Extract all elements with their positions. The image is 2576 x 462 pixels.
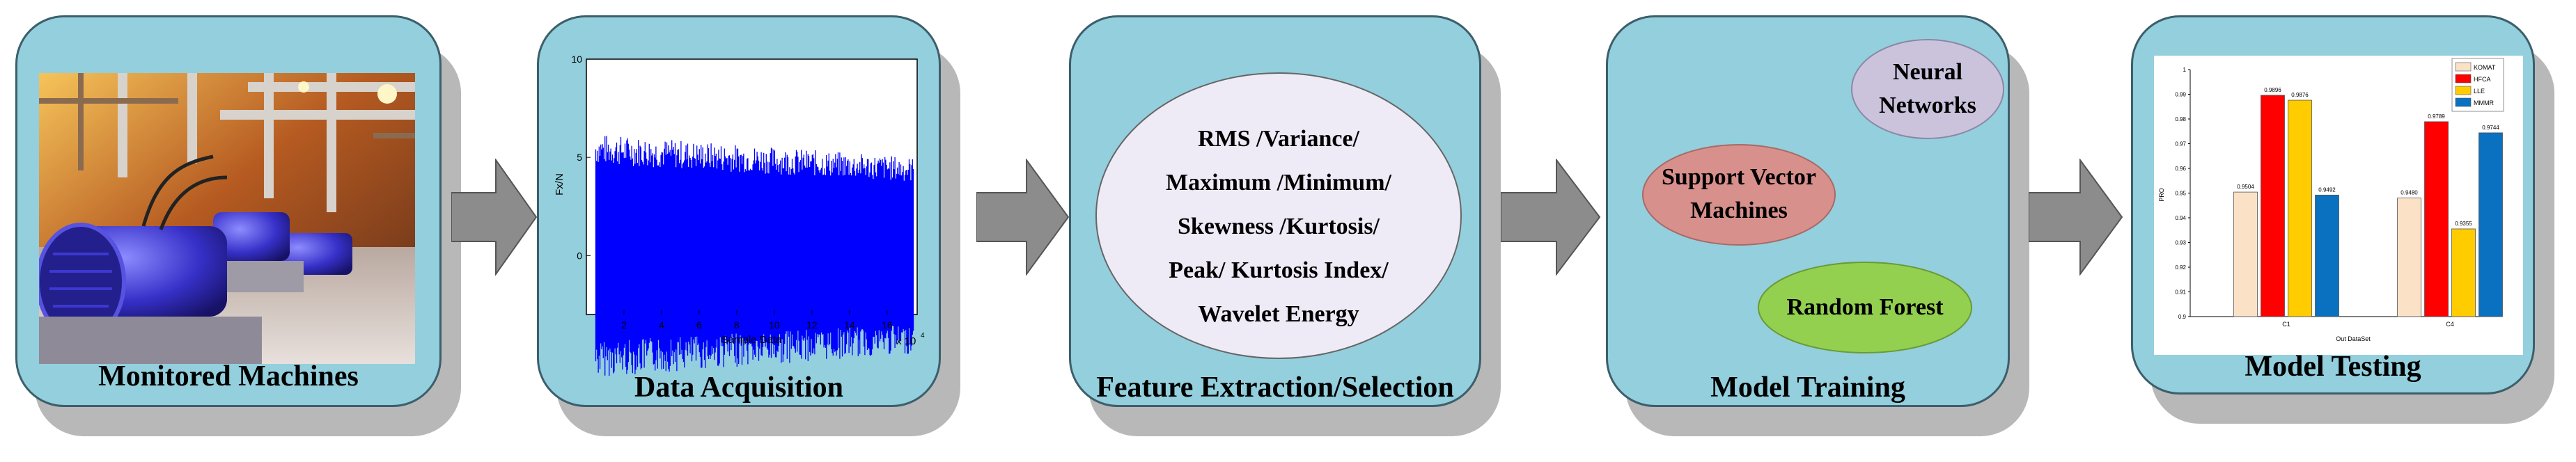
random-forest-oval xyxy=(1758,262,1972,353)
results-bar-chart: 0.9504 0.9896 0.9876 0.9492 0.9480 0.9789 0.93… xyxy=(2154,56,2523,355)
x-tick-label: C1 xyxy=(2282,321,2290,328)
features-oval: RMS /Variance/ Maximum /Minimum/ Skewnes… xyxy=(1095,72,1462,359)
panel-title: Data Acquisition xyxy=(634,372,843,404)
chart-legend: KOMAT HFCA LLE MMMR xyxy=(2451,58,2504,112)
flow-arrow xyxy=(2029,159,2123,276)
x-tick-label: 4 xyxy=(659,319,664,330)
signal-trace xyxy=(595,136,914,376)
y-tick-label: 0.99 xyxy=(2175,92,2186,98)
panel-feature-extraction: RMS /Variance/ Maximum /Minimum/ Skewnes… xyxy=(1069,15,1481,407)
feature-item: Peak/ Kurtosis Index/ xyxy=(1169,257,1389,283)
bar-value-label: 0.9896 xyxy=(2264,87,2281,93)
feature-item: Wavelet Energy xyxy=(1198,301,1359,327)
bar-value-label: 0.9504 xyxy=(2237,184,2254,190)
x-tick-label: 12 xyxy=(806,319,818,330)
bar xyxy=(2479,132,2503,317)
y-tick-label: 0.93 xyxy=(2175,240,2186,246)
y-tick-label: 0.97 xyxy=(2175,141,2186,148)
x-axis-ticks: 2 4 6 8 10 12 14 16 xyxy=(621,310,893,330)
legend-label: HFCA xyxy=(2474,76,2491,83)
y-tick-label: 0 xyxy=(577,250,582,261)
x-axis-exponent-power: 4 xyxy=(921,332,925,340)
y-tick-label: 0.96 xyxy=(2175,166,2186,172)
legend-label: LLE xyxy=(2474,88,2485,95)
bar xyxy=(2424,121,2449,317)
legend-label: KOMAT xyxy=(2474,64,2496,71)
bar-value-label: 0.9355 xyxy=(2455,221,2472,227)
x-axis-label: Sample Data xyxy=(721,334,782,346)
panel-monitored-machines: Monitored Machines xyxy=(15,15,442,407)
feature-item: Maximum /Minimum/ xyxy=(1166,170,1391,196)
bar-value-label: 0.9789 xyxy=(2428,113,2445,120)
bar xyxy=(2233,191,2258,317)
chart-y-axis-label: PRO xyxy=(2158,188,2165,202)
flow-arrow xyxy=(976,159,1070,276)
legend-swatch xyxy=(2455,86,2472,95)
legend-swatch xyxy=(2455,74,2472,83)
y-tick-label: 0.91 xyxy=(2175,289,2186,296)
signal-waveform xyxy=(595,136,914,376)
machines-photo xyxy=(39,73,415,364)
panel-title: Model Training xyxy=(1710,372,1905,404)
panel-title: Feature Extraction/Selection xyxy=(1096,372,1454,404)
x-tick-label: 2 xyxy=(621,319,627,330)
chart-x-axis-label: Out DataSet xyxy=(2336,335,2371,342)
bar xyxy=(2451,228,2476,317)
bar xyxy=(2397,198,2421,317)
legend-swatch xyxy=(2455,97,2472,107)
x-tick-label: 8 xyxy=(734,319,740,330)
panel-title: Monitored Machines xyxy=(98,360,359,392)
y-tick-label: 5 xyxy=(577,152,582,163)
y-tick-label: 0.94 xyxy=(2175,215,2186,221)
y-tick-label: 0.98 xyxy=(2175,116,2186,122)
x-tick-label: 16 xyxy=(882,319,893,330)
svm-label: Support Vector Machines xyxy=(1662,164,1816,223)
neural-networks-label: Neural Networks xyxy=(1879,59,1976,118)
random-forest-label: Random Forest xyxy=(1786,294,1944,320)
bar-value-label: 0.9876 xyxy=(2291,92,2309,98)
bar xyxy=(2288,99,2312,317)
x-tick-label: C4 xyxy=(2446,321,2454,328)
bar-value-label: 0.9480 xyxy=(2401,190,2418,196)
feature-item: RMS /Variance/ xyxy=(1198,126,1360,152)
bar-value-label: 0.9744 xyxy=(2482,125,2499,131)
svm-oval xyxy=(1642,144,1836,246)
feature-item: Skewness /Kurtosis/ xyxy=(1178,214,1380,239)
y-tick-label: 0.95 xyxy=(2175,191,2186,197)
panel-model-testing: 0.9504 0.9896 0.9876 0.9492 0.9480 0.9789 0.93… xyxy=(2131,15,2535,395)
y-tick-label: 0.9 xyxy=(2178,314,2187,320)
y-tick-label: 10 xyxy=(571,54,582,65)
legend-swatch xyxy=(2455,62,2472,72)
legend-label: MMMR xyxy=(2474,99,2494,106)
y-axis-label: Fx/N xyxy=(554,173,565,196)
x-tick-label: 6 xyxy=(696,319,702,330)
x-tick-label: 14 xyxy=(844,319,855,330)
neural-networks-oval xyxy=(1851,39,2004,139)
model-ovals xyxy=(1642,39,2004,353)
flow-arrow xyxy=(451,159,538,276)
y-axis-ticks: 10 5 0 xyxy=(571,54,591,261)
y-tick-label: 1 xyxy=(2183,67,2187,73)
chart-y-ticks: 1 0.99 0.98 0.97 0.96 0.95 0.94 0.93 0.92 0.91 0.9 xyxy=(2175,67,2190,320)
bar xyxy=(2315,194,2339,317)
x-axis-exponent: x 10 xyxy=(896,335,916,347)
panel-model-training: Neural Networks Support Vector Machines … xyxy=(1606,15,2010,407)
chart-x-ticks: C1 C4 xyxy=(2282,321,2454,328)
y-tick-label: 0.92 xyxy=(2175,264,2186,271)
chart-bars: 0.9504 0.9896 0.9876 0.9492 0.9480 0.9789 0.93… xyxy=(2233,87,2503,317)
bar xyxy=(2261,95,2285,317)
panel-title: Model Testing xyxy=(2245,351,2421,383)
bar-value-label: 0.9492 xyxy=(2318,186,2336,193)
flow-arrow xyxy=(1501,159,1601,276)
x-tick-label: 10 xyxy=(769,319,780,330)
